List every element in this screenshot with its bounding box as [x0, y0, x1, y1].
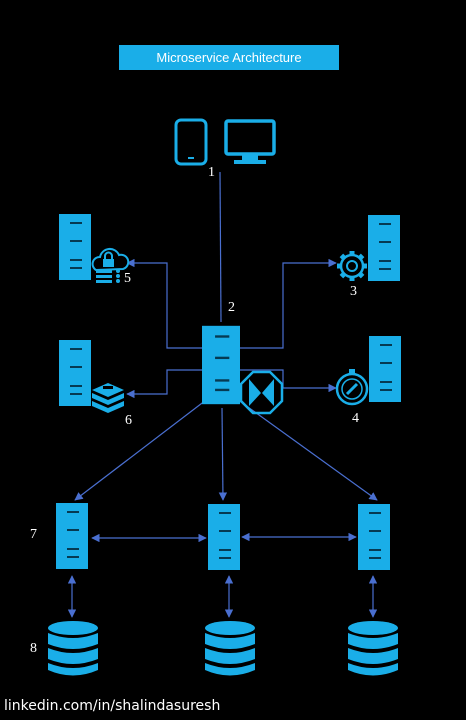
server-icon — [56, 503, 88, 569]
client-to-gateway-line — [219, 171, 222, 323]
connectors — [67, 171, 378, 618]
gateway-to-service-middle-line — [218, 407, 228, 501]
compass-icon — [335, 369, 369, 406]
server-icon — [368, 215, 400, 281]
gateway-to-service5-line — [126, 258, 202, 349]
label-7: 7 — [30, 527, 37, 542]
cloud-lock-icon — [91, 247, 130, 283]
server-icon — [59, 214, 91, 280]
gear-icon — [337, 251, 367, 281]
label-4: 4 — [352, 411, 359, 426]
label-3: 3 — [350, 284, 357, 299]
server-icon — [369, 336, 401, 402]
database-icon — [348, 621, 398, 676]
gateway-to-service-left-line — [74, 396, 211, 501]
desktop-monitor-icon — [224, 119, 276, 164]
database-icon — [48, 621, 98, 676]
mobile-phone-icon — [174, 118, 208, 166]
label-8: 8 — [30, 641, 37, 656]
server-icon — [59, 340, 91, 406]
gateway-to-service6-line — [126, 369, 202, 399]
linkedin-url: linkedin.com/in/shalindasuresh — [4, 698, 221, 714]
label-5: 5 — [124, 271, 131, 286]
database-icon — [205, 621, 255, 676]
label-2: 2 — [228, 300, 235, 315]
server-icon — [208, 504, 240, 570]
server-icon — [358, 504, 390, 570]
cache-stack-icon — [92, 383, 124, 413]
api-gateway-icon — [239, 370, 284, 415]
server-icon — [202, 325, 240, 405]
gateway-to-service3-line — [240, 258, 337, 349]
gateway-to-service4-line — [240, 369, 337, 393]
diagram-title: Microservice Architecture — [119, 45, 339, 70]
label-1: 1 — [208, 165, 215, 180]
label-6: 6 — [125, 413, 132, 428]
